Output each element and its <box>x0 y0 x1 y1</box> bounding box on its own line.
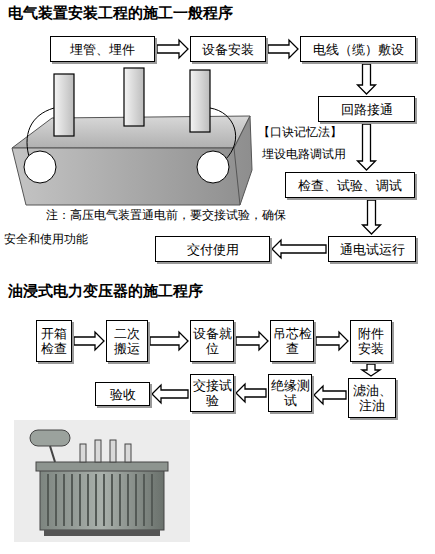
flow-arrow <box>358 64 376 94</box>
flow-arrow <box>268 40 298 58</box>
flow-arrow <box>236 332 268 350</box>
flow-arrow <box>157 40 188 58</box>
flow-arrow <box>272 240 326 258</box>
process-box: 验收 <box>95 382 150 406</box>
box-text: 绝缘测试 <box>270 378 310 408</box>
note-text: 安全和使用功能 <box>4 232 88 247</box>
box-text: 交接试验 <box>192 378 232 408</box>
process-box: 交接试验 <box>190 374 234 412</box>
box-text: 回路接通 <box>341 102 393 117</box>
box-text: 附件安装 <box>352 326 390 356</box>
process-box: 回路接通 <box>318 96 415 122</box>
note-text: 埋设电路调试用 <box>262 146 346 163</box>
section-heading: 油浸式电力变压器的施工程序 <box>8 282 203 301</box>
diagram-title: 电气装置安装工程的施工一般程序 <box>8 4 233 23</box>
flow-arrow <box>363 200 381 234</box>
box-text: 验收 <box>110 387 136 402</box>
flow-arrow <box>236 384 266 402</box>
process-box: 电线（缆）敷设 <box>300 36 416 62</box>
transformer-photo <box>14 420 190 542</box>
terminal-circles <box>24 151 229 183</box>
process-box: 设备就位 <box>190 320 234 362</box>
box-text: 通电试运行 <box>340 242 405 257</box>
process-box: 滤油、注油 <box>348 378 396 418</box>
flow-arrow <box>316 332 348 350</box>
box-text: 埋管、埋件 <box>70 42 135 57</box>
process-box: 开箱检查 <box>36 320 72 362</box>
box-text: 开箱检查 <box>38 326 70 356</box>
flow-arrow <box>152 385 188 403</box>
process-box: 二次搬运 <box>106 320 148 362</box>
process-box: 通电试运行 <box>328 236 416 262</box>
box-text: 二次搬运 <box>108 326 146 356</box>
process-box: 检查、试验、调试 <box>285 172 415 198</box>
box-text: 吊芯检查 <box>272 326 312 356</box>
note-text: 注：高压电气装置通电前，要交接试验，确保 <box>46 208 286 223</box>
flow-arrow <box>314 386 346 404</box>
process-box: 埋管、埋件 <box>50 36 155 62</box>
flow-arrow <box>362 364 380 376</box>
process-box: 绝缘测试 <box>268 374 312 412</box>
box-text: 电线（缆）敷设 <box>313 42 404 57</box>
process-box: 吊芯检查 <box>270 320 314 362</box>
process-box: 设备安装 <box>190 36 266 62</box>
box-text: 设备安装 <box>202 42 254 57</box>
box-text: 检查、试验、调试 <box>298 178 402 193</box>
process-box: 附件安装 <box>350 320 392 362</box>
box-text: 交付使用 <box>187 242 239 257</box>
box-text: 滤油、注油 <box>350 383 394 413</box>
wires <box>27 108 236 160</box>
note-text: 【口诀记忆法】 <box>258 124 342 141</box>
flow-arrow <box>74 332 104 350</box>
process-box: 交付使用 <box>155 236 270 262</box>
flow-arrow <box>358 124 376 170</box>
insulators <box>54 68 210 136</box>
box-text: 设备就位 <box>192 326 232 356</box>
device-block <box>12 116 252 205</box>
flow-arrow <box>150 332 188 350</box>
